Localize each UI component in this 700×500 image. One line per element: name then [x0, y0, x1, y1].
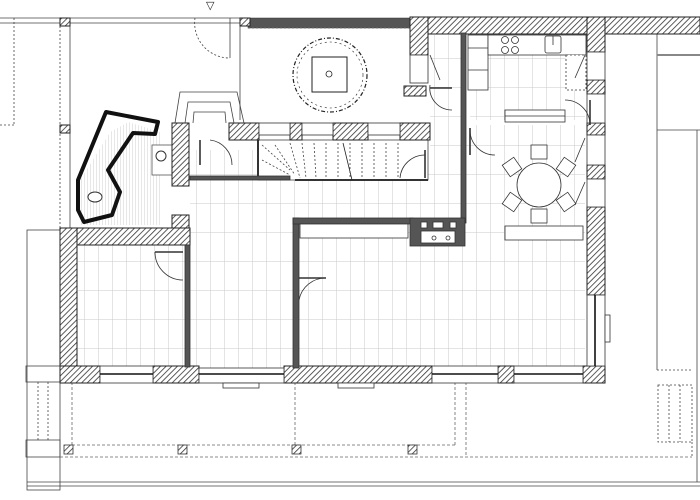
staircase — [257, 139, 429, 181]
terrace — [60, 382, 692, 458]
kitchen-island — [299, 221, 457, 244]
doors — [154, 54, 591, 301]
courtyard — [247, 17, 411, 113]
chair — [530, 144, 548, 160]
chair — [501, 191, 523, 213]
chair — [555, 191, 577, 213]
washbasin-icon — [151, 144, 173, 176]
entrance-marker: ▽ — [206, 0, 215, 12]
toilet-icon — [87, 191, 103, 203]
tiled-floors — [78, 35, 585, 370]
chimney — [174, 91, 245, 124]
tree-icon — [292, 37, 368, 113]
dining-set — [501, 109, 584, 241]
sideboard — [504, 225, 584, 241]
sink-icon — [544, 35, 562, 54]
curved-shower-wall — [76, 110, 160, 224]
bathroom — [76, 110, 173, 225]
terrace-columns — [63, 444, 418, 455]
chair — [530, 208, 548, 224]
chair — [501, 156, 523, 178]
chair — [555, 156, 577, 178]
hob-icon — [501, 36, 519, 54]
windows — [99, 51, 611, 389]
round-table — [516, 162, 562, 208]
